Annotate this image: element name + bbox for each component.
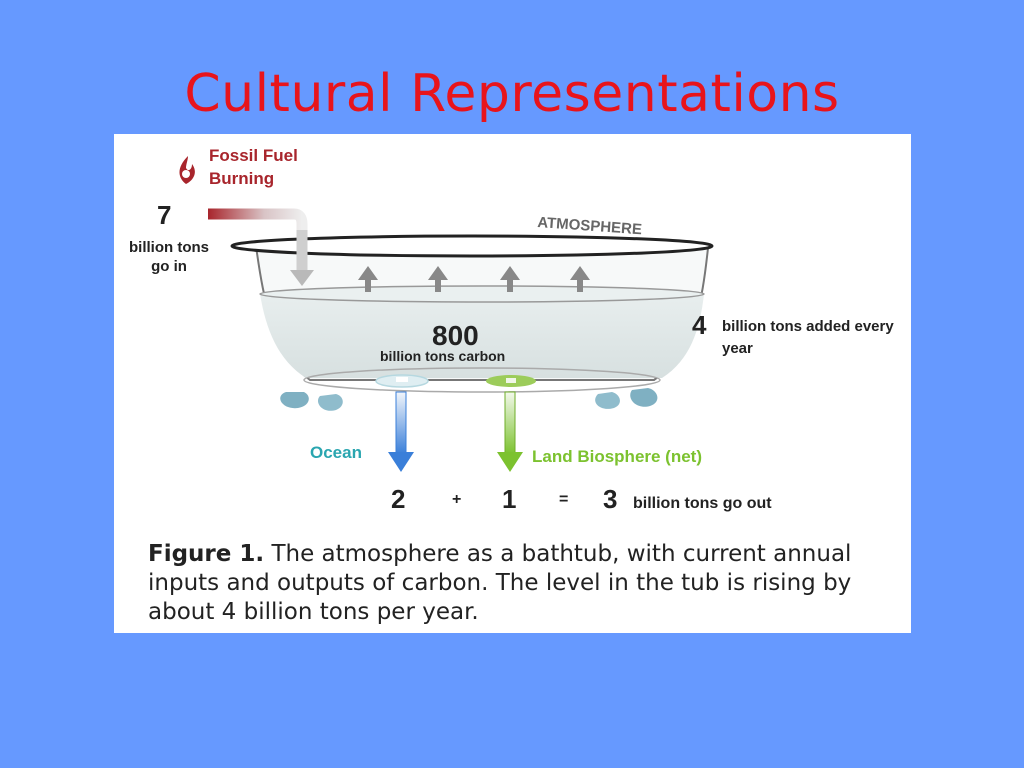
fossil-fuel-label: Fossil Fuel Burning bbox=[209, 146, 298, 188]
added-value: 4 bbox=[692, 310, 707, 340]
up-arrow-icon bbox=[570, 266, 590, 292]
tub-bottom bbox=[303, 367, 661, 393]
ocean-out-value: 2 bbox=[391, 484, 406, 514]
out-label: billion tons go out bbox=[633, 495, 772, 512]
stock-value: 800 bbox=[432, 320, 479, 351]
land-drain-hole bbox=[506, 378, 516, 383]
caption-lead: Figure 1. bbox=[148, 541, 265, 567]
inflow-pipe bbox=[208, 208, 308, 268]
tub-feet bbox=[280, 388, 658, 411]
up-arrow-icon bbox=[500, 266, 520, 292]
up-arrows bbox=[358, 266, 590, 292]
down-arrow-icon bbox=[290, 270, 314, 286]
equals-sign: = bbox=[559, 491, 569, 508]
land-outflow-arrow bbox=[497, 391, 523, 472]
ocean-label: Ocean bbox=[310, 443, 362, 462]
flame-icon bbox=[179, 156, 195, 184]
land-out-value: 1 bbox=[502, 484, 517, 514]
ocean-drain-hole bbox=[396, 377, 408, 382]
ocean-outflow-arrow bbox=[388, 391, 414, 472]
bathtub-diagram bbox=[179, 156, 714, 472]
figure-caption: Figure 1. The atmosphere as a bathtub, w… bbox=[148, 540, 893, 627]
slide-title: Cultural Representations bbox=[184, 64, 840, 124]
caption-text: The atmosphere as a bathtub, with curren… bbox=[148, 541, 852, 625]
water-surface bbox=[259, 285, 705, 303]
input-label: billion tons go in bbox=[129, 239, 209, 275]
bathtub-figure: Fossil Fuel Burning 7 billion tons go in… bbox=[114, 134, 911, 633]
land-biosphere-label: Land Biosphere (net) bbox=[532, 447, 703, 466]
tub-rim bbox=[230, 234, 714, 258]
added-label: billion tons added every year bbox=[722, 318, 894, 357]
stock-label: billion tons carbon bbox=[380, 348, 506, 364]
water bbox=[260, 294, 704, 378]
up-arrow-icon bbox=[428, 266, 448, 292]
plus-sign: + bbox=[452, 491, 462, 508]
up-arrow-icon bbox=[358, 266, 378, 292]
input-value: 7 bbox=[157, 200, 172, 230]
total-out-value: 3 bbox=[603, 484, 618, 514]
